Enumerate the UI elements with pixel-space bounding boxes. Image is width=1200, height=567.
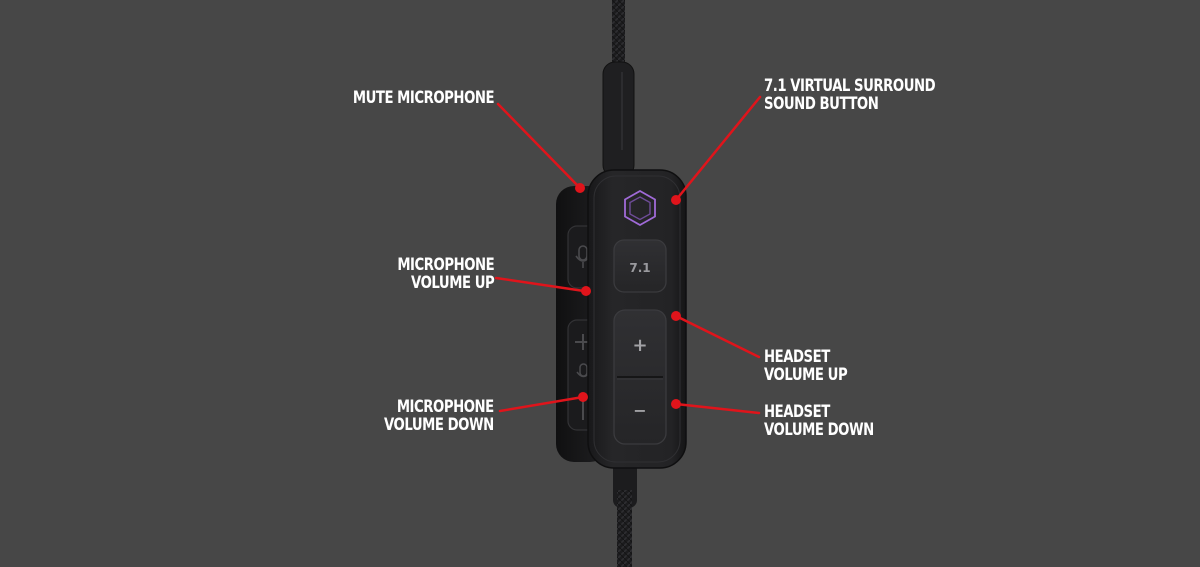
callout-line: HEADSET xyxy=(764,402,830,422)
dot-mic-down xyxy=(578,392,588,402)
upper-cable xyxy=(612,0,625,70)
callout-microphone-volume-down: MICROPHONE VOLUME DOWN xyxy=(384,398,494,434)
dot-surround xyxy=(671,195,681,205)
leader-hs-down xyxy=(674,402,761,415)
callout-line: VOLUME DOWN xyxy=(384,415,494,435)
callout-line: SOUND BUTTON xyxy=(764,94,879,114)
callout-dots xyxy=(575,183,681,409)
volume-down-symbol: − xyxy=(633,401,646,420)
callout-line: HEADSET xyxy=(764,347,830,367)
callout-line: VOLUME UP xyxy=(410,273,495,293)
callout-mute-microphone: MUTE MICROPHONE xyxy=(352,88,495,108)
dot-mute xyxy=(575,183,585,193)
surround-button-text: 7.1 xyxy=(629,261,650,275)
surround-sound-button[interactable] xyxy=(613,239,667,293)
leader-surround xyxy=(674,95,762,202)
callout-line: VOLUME UP xyxy=(764,365,848,385)
callout-line: VOLUME DOWN xyxy=(764,420,874,440)
callout-line: MICROPHONE xyxy=(397,255,494,275)
volume-up-symbol: + xyxy=(632,335,647,356)
leader-mic-down xyxy=(498,395,585,413)
lower-cable xyxy=(617,490,632,567)
leader-hs-up xyxy=(674,314,761,359)
callout-leaders xyxy=(494,95,762,415)
cable-strain-relief xyxy=(602,61,635,178)
callout-line: 7.1 VIRTUAL SURROUND xyxy=(764,76,936,96)
callout-line: MICROPHONE xyxy=(397,397,494,417)
callout-headset-volume-up: HEADSET VOLUME UP xyxy=(764,347,848,385)
dot-hs-down xyxy=(671,399,681,409)
leader-mic-up xyxy=(494,276,586,293)
dot-hs-up xyxy=(671,311,681,321)
callout-headset-volume-down: HEADSET VOLUME DOWN xyxy=(764,403,874,439)
leader-mute xyxy=(496,102,582,190)
callout-line: MUTE MICROPHONE xyxy=(352,88,495,108)
callout-surround-sound: 7.1 VIRTUAL SURROUND SOUND BUTTON xyxy=(764,76,936,114)
hexagon-logo-icon xyxy=(624,189,656,227)
dot-mic-up xyxy=(581,286,591,296)
callout-microphone-volume-up: MICROPHONE VOLUME UP xyxy=(397,256,494,292)
